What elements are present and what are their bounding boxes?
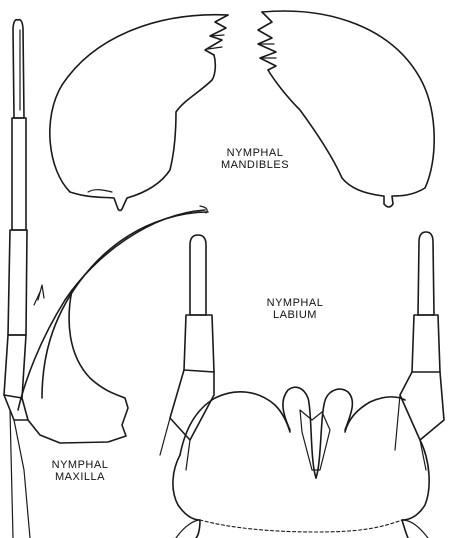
label-maxilla-line2: Maxilla: [40, 471, 120, 483]
labium-right-palp: [395, 232, 444, 470]
label-labium-line1: Nymphal: [250, 297, 340, 309]
maxilla: [18, 206, 208, 443]
label-maxilla-line1: Nymphal: [40, 459, 120, 471]
label-nymphal-maxilla: Nymphal Maxilla: [40, 459, 120, 483]
label-nymphal-mandibles: Nymphal Mandibles: [190, 147, 320, 171]
maxillary-palp: [4, 20, 30, 538]
right-mandible: [258, 11, 434, 207]
label-mandibles-line1: Nymphal: [190, 147, 320, 159]
labium-body: [173, 387, 429, 538]
label-labium-line2: Labium: [250, 309, 340, 321]
labium-left-palp: [160, 235, 214, 470]
label-mandibles-line2: Mandibles: [190, 159, 320, 171]
left-mandible: [50, 15, 228, 211]
label-nymphal-labium: Nymphal Labium: [250, 297, 340, 321]
